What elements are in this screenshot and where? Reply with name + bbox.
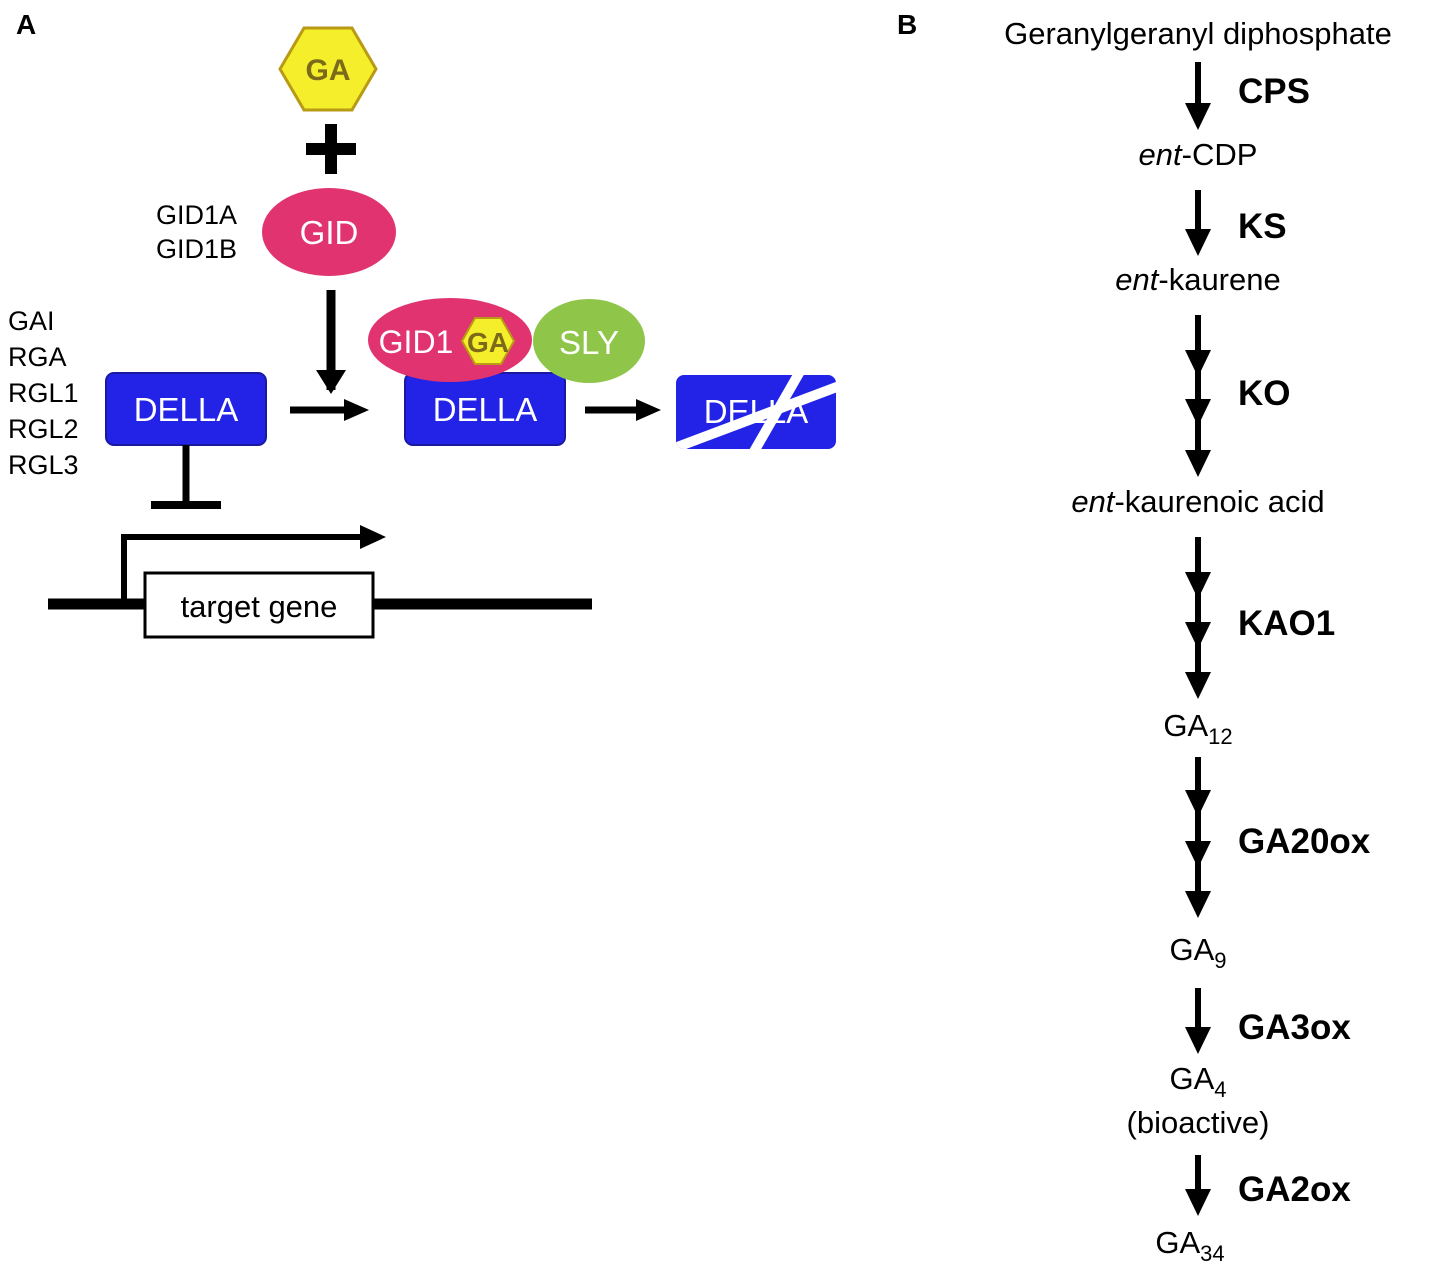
ga-hexagon-label: GA [306,54,351,87]
binding-arrow [290,399,369,421]
panel-b: B Geranylgeranyl diphosphate ent-CDP ent… [897,9,1392,1266]
della-label-rgl1: RGL1 [8,378,79,408]
compound-ggpp: Geranylgeranyl diphosphate [1004,16,1392,51]
della-box: DELLA [105,372,267,446]
enzyme-kao1: KAO1 [1238,604,1335,643]
enzyme-cps: CPS [1238,72,1310,111]
plus-icon [306,124,356,174]
ga-small-hexagon-label: GA [467,327,509,358]
transcription-start-arrow [121,534,366,604]
ga-hormone: GA [278,26,378,112]
gid-down-arrow-head [316,370,346,394]
della-label-rgl3: RGL3 [8,450,79,480]
della-degraded: DELLA [676,375,836,449]
arrow-ko [1185,315,1211,477]
target-gene-construct: target gene [48,525,592,639]
pathway-arrows [1185,62,1211,1216]
compound-ga34: GA34 [1155,1225,1224,1266]
arrow-ga20ox [1185,757,1211,918]
della-bound-label: DELLA [433,391,538,428]
arrow-ga2ox [1185,1155,1211,1216]
enzyme-ko: KO [1238,374,1291,413]
bioactive-note: (bioactive) [1127,1105,1270,1140]
enzyme-ks: KS [1238,207,1287,246]
gid-ellipse-label: GID [300,214,359,251]
compound-ent-kaurene: ent-kaurene [1115,262,1280,297]
arrow-kao1 [1185,537,1211,699]
panel-a: A GA GID1A GID1B GID GAI RGA RGL1 RGL2 R… [8,9,836,639]
repression-bar [151,445,221,509]
ga-hexagon-shape [278,26,378,112]
gid-ellipse-shape [262,188,396,276]
compound-ga12: GA12 [1163,708,1232,749]
della-label-rgl2: RGL2 [8,414,79,444]
compound-ent-cdp: ent-CDP [1139,137,1258,172]
arrow-ga3ox [1185,988,1211,1054]
arrow-cps [1185,62,1211,130]
della-label-rga: RGA [8,342,67,372]
compound-ga9: GA9 [1169,932,1226,973]
transcription-arrow-head [360,525,386,549]
enzyme-ga2ox: GA2ox [1238,1170,1351,1209]
compound-ga4: GA4 [1169,1061,1226,1102]
target-gene-box [143,571,375,639]
bound-della-complex: DELLA GID1 GA SLY [368,298,645,446]
gid-label-2: GID1B [156,234,237,264]
target-gene-label: target gene [181,589,338,624]
enzyme-ga20ox: GA20ox [1238,822,1371,861]
sly-ellipse-label: SLY [559,324,619,361]
compound-ent-kaurenoic-acid: ent-kaurenoic acid [1071,484,1324,519]
gid1-ellipse-label: GID1 [379,324,454,360]
ga-small-hexagon-shape [460,317,516,365]
della-box-label: DELLA [134,391,239,428]
della-label-gai: GAI [8,306,55,336]
panel-b-label: B [897,9,917,40]
arrow-ks [1185,190,1211,256]
degradation-arrow [585,399,661,421]
cross-out-icon [676,375,836,449]
sly-ellipse-shape [533,299,645,383]
gid-label-1: GID1A [156,200,237,230]
panel-a-label: A [16,9,36,40]
enzyme-ga3ox: GA3ox [1238,1008,1351,1047]
gid-receptor: GID [262,188,396,276]
